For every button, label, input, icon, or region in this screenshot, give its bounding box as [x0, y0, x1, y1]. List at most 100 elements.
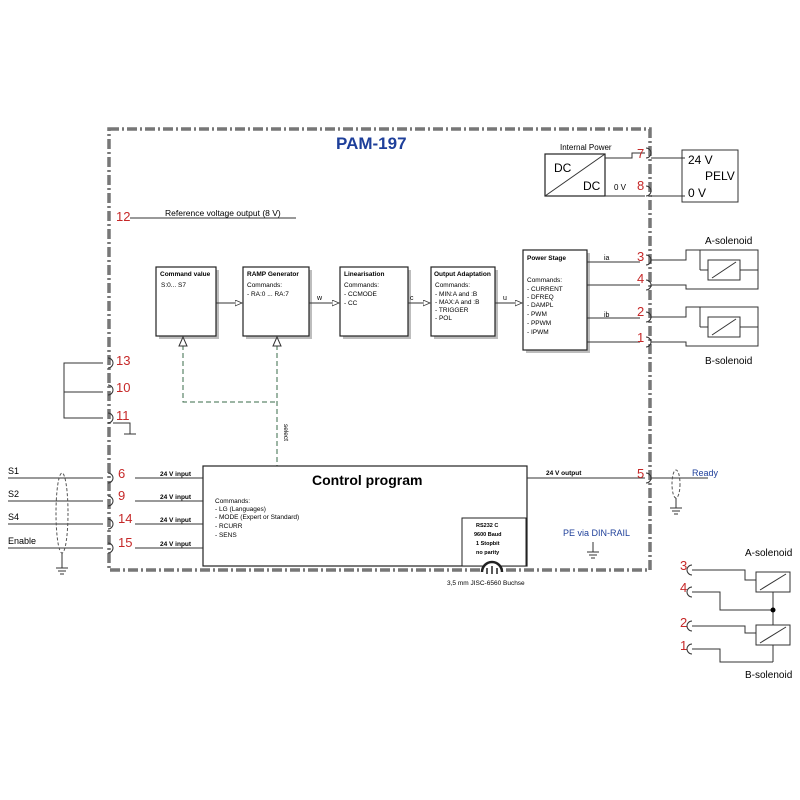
second-terminal-4	[686, 586, 693, 598]
second-pin-2: 2	[680, 615, 687, 630]
linearisation-line3: - CC	[344, 300, 358, 307]
jumper-13-11	[63, 362, 103, 419]
signal-select: select	[282, 424, 289, 441]
rs232-line2: 9600 Baud	[474, 532, 502, 538]
rs232-box	[461, 517, 527, 567]
output-adaptation-line5: - POL	[435, 315, 452, 322]
control-commands: Commands:	[215, 498, 250, 505]
second-wire-4	[692, 591, 773, 611]
module-title: PAM-197	[336, 134, 407, 153]
pin-1: 1	[637, 330, 644, 345]
input-label-s4: 24 V input	[160, 517, 192, 524]
terminal-6	[107, 472, 114, 484]
terminal-9	[107, 495, 114, 507]
dc-bottom-label: DC	[583, 179, 601, 193]
supply-box	[681, 149, 739, 203]
second-junction	[770, 607, 776, 613]
power-stage-line4: - DAMPL	[527, 302, 554, 309]
terminal-2	[645, 311, 652, 323]
terminal-4	[645, 279, 652, 291]
output-adaptation-line2: - MIN:A and :B	[435, 291, 477, 298]
terminal-10	[107, 384, 114, 396]
linearisation-line2: - CCMODE	[344, 291, 378, 298]
reference-label: Reference voltage output (8 V)	[165, 208, 281, 218]
ramp-arrow	[272, 335, 282, 347]
pin-15: 15	[118, 535, 132, 550]
pe-label: PE via DIN-RAIL	[563, 528, 630, 538]
second-a-solenoid-label: A-solenoid	[745, 548, 792, 559]
rs232-line1: RS232 C	[476, 523, 498, 529]
second-terminal-2	[686, 620, 693, 632]
command-value-title: Command value	[160, 271, 211, 278]
terminal-5	[645, 472, 652, 484]
b-solenoid-label: B-solenoid	[705, 356, 752, 367]
power-stage-title: Power Stage	[527, 255, 566, 262]
ramp-title: RAMP Generator	[247, 271, 299, 278]
second-wire-2	[692, 625, 756, 634]
pin-12: 12	[116, 209, 130, 224]
ramp-line2: - RA:0 ... RA:7	[247, 291, 289, 298]
power-stage-line2: - CURRENT	[527, 286, 563, 293]
ground-11-wire	[113, 422, 131, 434]
terminal-3	[645, 254, 652, 266]
ramp-line1: Commands:	[247, 282, 282, 289]
supply-0v: 0 V	[688, 186, 706, 200]
linearisation-title: Linearisation	[344, 271, 384, 278]
output-label: 24 V output	[546, 470, 582, 477]
pin-3: 3	[637, 249, 644, 264]
zero-v-internal: 0 V	[614, 183, 627, 192]
power-stage-line1: Commands:	[527, 277, 562, 284]
pin-6: 6	[118, 466, 125, 481]
signal-u: u	[503, 295, 507, 302]
supply-pelv: PELV	[705, 169, 735, 183]
power-wire-7	[605, 152, 645, 159]
second-wire-3	[692, 569, 756, 581]
rs232-line4: no parity	[476, 550, 500, 556]
control-command-1: - LG (Languages)	[215, 506, 266, 513]
input-s1: S1	[8, 466, 19, 476]
linearisation-block	[339, 266, 409, 337]
supply-24v: 24 V	[688, 153, 713, 167]
shield-ready	[671, 469, 681, 499]
terminal-14	[107, 518, 114, 530]
pin-8: 8	[637, 178, 644, 193]
internal-power-label: Internal Power	[560, 143, 612, 152]
terminal-7	[645, 147, 652, 159]
power-stage-line7: - IPWM	[527, 329, 549, 336]
jack-label: 3,5 mm JISC-6560 Buchse	[447, 580, 525, 587]
module-frame	[107, 127, 652, 572]
signal-w: w	[316, 295, 323, 302]
a-solenoid-label: A-solenoid	[705, 236, 752, 247]
command-value-body: S:0... S7	[161, 282, 186, 289]
second-wire-1	[692, 648, 773, 663]
command-value-block	[155, 266, 217, 337]
second-pin-4: 4	[680, 580, 687, 595]
control-command-3: - RCURR	[215, 523, 243, 530]
power-stage-block	[522, 249, 588, 351]
linearisation-line1: Commands:	[344, 282, 379, 289]
pin-5: 5	[637, 466, 644, 481]
pin-11: 11	[116, 408, 130, 423]
dc-dc-divider	[544, 153, 606, 197]
input-label-enable: 24 V input	[160, 541, 192, 548]
output-adaptation-line1: Commands:	[435, 282, 470, 289]
pin-2: 2	[637, 304, 644, 319]
second-pin-3: 3	[680, 558, 687, 573]
output-adaptation-block	[430, 266, 496, 337]
power-stage-line3: - DFREQ	[527, 294, 554, 301]
terminal-1	[645, 336, 652, 348]
terminal-13	[107, 357, 114, 369]
input-s4: S4	[8, 512, 19, 522]
ramp-generator-block	[242, 266, 310, 337]
second-terminal-1	[686, 643, 693, 655]
control-command-4: - SENS	[215, 532, 237, 539]
input-enable: Enable	[8, 536, 36, 546]
ready-label: Ready	[692, 468, 719, 478]
pin-9: 9	[118, 488, 125, 503]
shield-inputs	[55, 472, 69, 554]
power-stage-line5: - PWM	[527, 311, 547, 318]
second-b-solenoid-label: B-solenoid	[745, 670, 792, 681]
second-terminal-3	[686, 564, 693, 576]
control-command-2: - MODE (Expert or Standard)	[215, 514, 299, 521]
